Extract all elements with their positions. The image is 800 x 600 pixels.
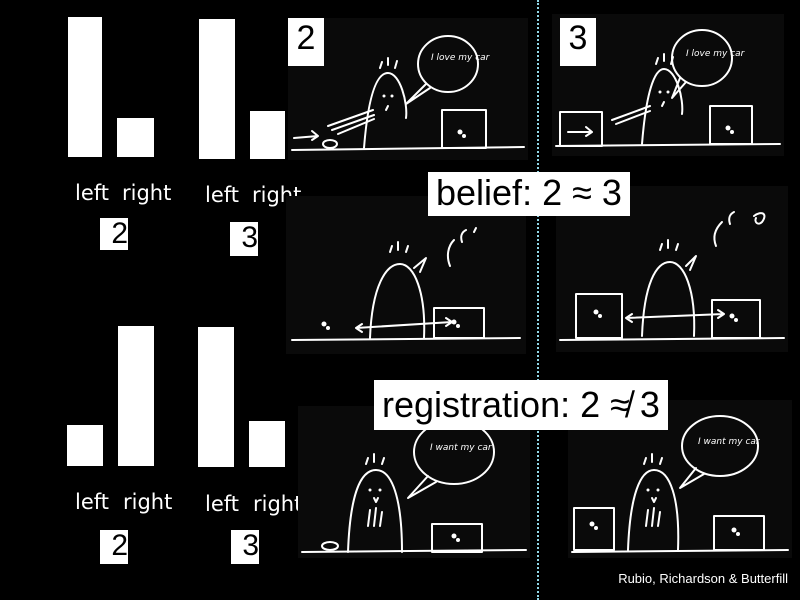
axis-label-right: right	[123, 490, 173, 514]
belief-callout: belief: 2 ≈ 3	[428, 172, 630, 216]
credit-text: Rubio, Richardson & Butterfill	[618, 571, 788, 586]
bar-right	[250, 111, 285, 159]
panel-number-3: 3	[560, 18, 596, 66]
bar-right	[118, 326, 154, 466]
panel-middle-left	[286, 196, 526, 354]
condition-number: 3	[231, 530, 259, 564]
speech-text: I want my car	[698, 437, 761, 447]
speech-text: I want my car	[430, 443, 493, 453]
axis-label-right: right	[122, 181, 172, 205]
condition-number: 2	[100, 218, 128, 250]
panel-top-left: I love my car 2	[288, 18, 528, 160]
registration-callout: registration: 2 ≉ 3	[374, 380, 668, 430]
bar-left	[68, 17, 102, 157]
vertical-divider	[537, 0, 539, 600]
speech-text: I love my car	[431, 53, 491, 63]
condition-number: 3	[230, 222, 258, 256]
bar-left	[198, 327, 234, 467]
panel-number-2: 2	[288, 18, 324, 66]
axis-label-right: right	[253, 492, 303, 516]
condition-number: 2	[100, 530, 128, 564]
bar-right	[249, 421, 285, 467]
axis-label-left: left	[75, 490, 110, 514]
bar-right	[117, 118, 154, 157]
panel-top-right: I love my car 3	[552, 14, 784, 156]
bar-left	[67, 425, 103, 466]
axis-label-left: left	[75, 181, 110, 205]
axis-label-left: left	[205, 183, 240, 207]
bar-left	[199, 19, 235, 159]
axis-label-left: left	[205, 492, 240, 516]
speech-text: I love my car	[686, 49, 746, 59]
